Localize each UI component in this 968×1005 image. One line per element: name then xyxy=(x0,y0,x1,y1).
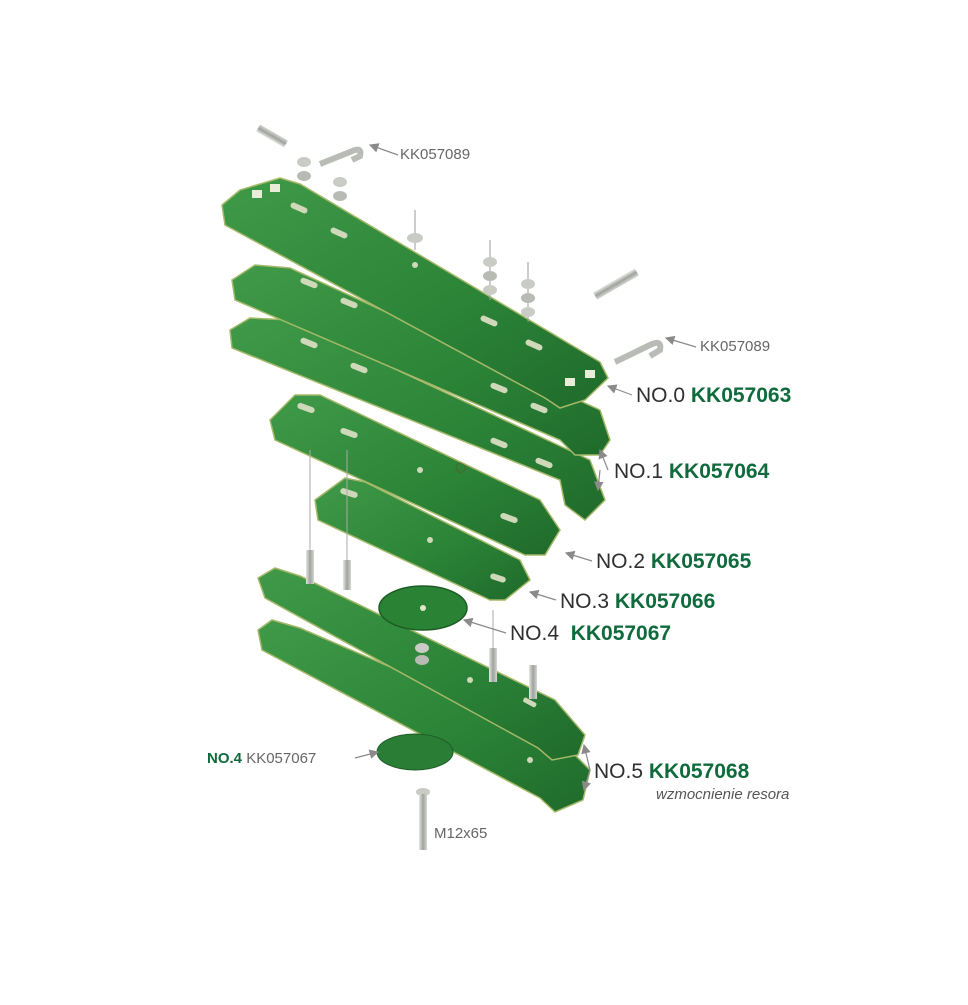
label-no1: NO.1 KK057064 xyxy=(614,460,769,484)
plate-no0 xyxy=(221,177,609,409)
plate-no1 xyxy=(229,264,611,521)
label-no2-code: KK057065 xyxy=(650,550,752,573)
label-no4-number: NO.4 xyxy=(510,622,560,645)
disc-no4 xyxy=(378,585,468,631)
label-bolt: M12x65 xyxy=(434,825,488,842)
watermark-logo: ⬡ xyxy=(455,460,467,475)
label-no4-code: KK057067 xyxy=(570,622,672,645)
label-no1-code: KK057064 xyxy=(668,460,770,483)
label-no5-number: NO.5 xyxy=(594,760,644,783)
label-no4: NO.4 KK057067 xyxy=(510,622,671,646)
bolt-top-left xyxy=(256,124,311,181)
label-no5-note: wzmocnienie resora xyxy=(656,786,790,803)
nuts-right-a xyxy=(483,240,497,300)
label-no0: NO.0 KK057063 xyxy=(636,384,791,408)
label-no2-number: NO.2 xyxy=(596,550,646,573)
hook-bolt-top xyxy=(318,146,364,201)
label-no0-code: KK057063 xyxy=(690,384,792,407)
plate-no5-lower xyxy=(257,619,591,813)
hook-bolt-right xyxy=(613,339,664,365)
label-no2: NO.2 KK057065 xyxy=(596,550,751,574)
label-no3-code: KK057066 xyxy=(614,590,716,613)
plate-no2 xyxy=(269,394,561,556)
nuts-right-b xyxy=(521,262,535,322)
label-no5-code: KK057068 xyxy=(648,760,750,783)
bolts-lower xyxy=(306,450,537,699)
label-no4-lower-number: NO.4 xyxy=(207,750,243,767)
label-no3: NO.3 KK057066 xyxy=(560,590,715,614)
bolt-m12x65 xyxy=(416,788,430,850)
label-no4-lower-code: KK057067 xyxy=(246,750,317,767)
nut-center xyxy=(407,210,423,250)
label-hook-right: KK057089 xyxy=(700,338,771,355)
plate-no3 xyxy=(314,477,531,601)
label-no1-number: NO.1 xyxy=(614,460,664,483)
label-no5: NO.5 KK057068 xyxy=(594,760,749,784)
callout-arrows xyxy=(354,143,697,792)
label-hook-top: KK057089 xyxy=(400,146,471,163)
label-no0-number: NO.0 xyxy=(636,384,686,407)
label-no4-lower: NO.4 KK057067 xyxy=(207,750,316,767)
bolt-right xyxy=(593,268,639,300)
label-no3-number: NO.3 xyxy=(560,590,610,613)
